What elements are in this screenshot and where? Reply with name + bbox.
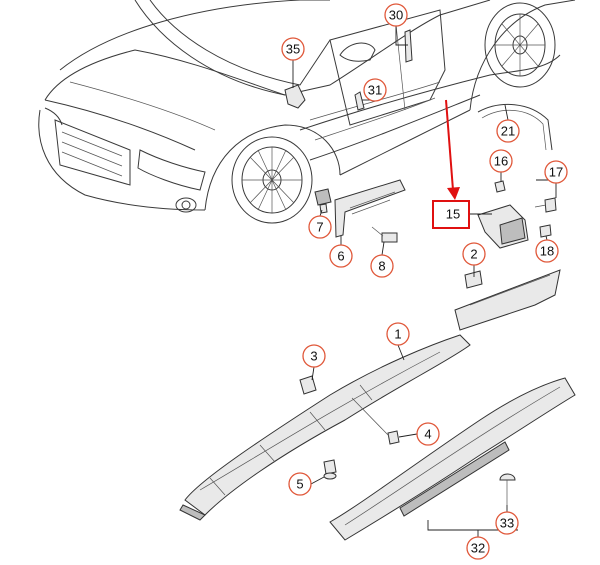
callout-32: 32 [466, 536, 490, 560]
callout-label: 15 [446, 207, 460, 222]
callout-label: 6 [337, 249, 344, 264]
bracket-15-assembly [477, 180, 557, 249]
callout-label: 17 [549, 165, 563, 180]
callout-label: 31 [368, 83, 382, 98]
wheel-arch-trim [477, 103, 553, 151]
sill-panel [179, 334, 471, 521]
car-outline [38, 0, 576, 224]
callout-label: 7 [316, 220, 323, 235]
callout-15-highlighted: 15 [432, 200, 470, 229]
callout-18: 18 [535, 239, 559, 263]
callout-4: 4 [416, 422, 440, 446]
callout-label: 35 [286, 42, 300, 57]
rear-skirt-section [454, 269, 561, 331]
callout-8: 8 [370, 254, 394, 278]
callout-30: 30 [384, 3, 408, 27]
callout-label: 30 [389, 8, 403, 23]
callout-35: 35 [281, 37, 305, 61]
leader-lines [292, 26, 557, 537]
callout-label: 2 [470, 247, 477, 262]
callout-7: 7 [308, 215, 332, 239]
callout-label: 5 [296, 477, 303, 492]
callout-5: 5 [288, 472, 312, 496]
callout-label: 18 [540, 244, 554, 259]
callout-16: 16 [489, 149, 513, 173]
callout-21: 21 [496, 119, 520, 143]
callout-label: 16 [494, 154, 508, 169]
callout-label: 1 [394, 327, 401, 342]
callout-31: 31 [363, 78, 387, 102]
callout-6: 6 [329, 244, 353, 268]
callout-33: 33 [495, 511, 519, 535]
callout-label: 33 [500, 516, 514, 531]
callout-label: 32 [471, 541, 485, 556]
callout-3: 3 [302, 344, 326, 368]
callout-label: 3 [310, 349, 317, 364]
callout-2: 2 [462, 242, 486, 266]
callout-17: 17 [544, 160, 568, 184]
callout-1: 1 [386, 322, 410, 346]
callout-label: 21 [501, 124, 515, 139]
door-sill-trim [329, 377, 576, 541]
highlight-arrow [445, 99, 460, 200]
callout-label: 4 [424, 427, 431, 442]
callout-label: 8 [378, 259, 385, 274]
